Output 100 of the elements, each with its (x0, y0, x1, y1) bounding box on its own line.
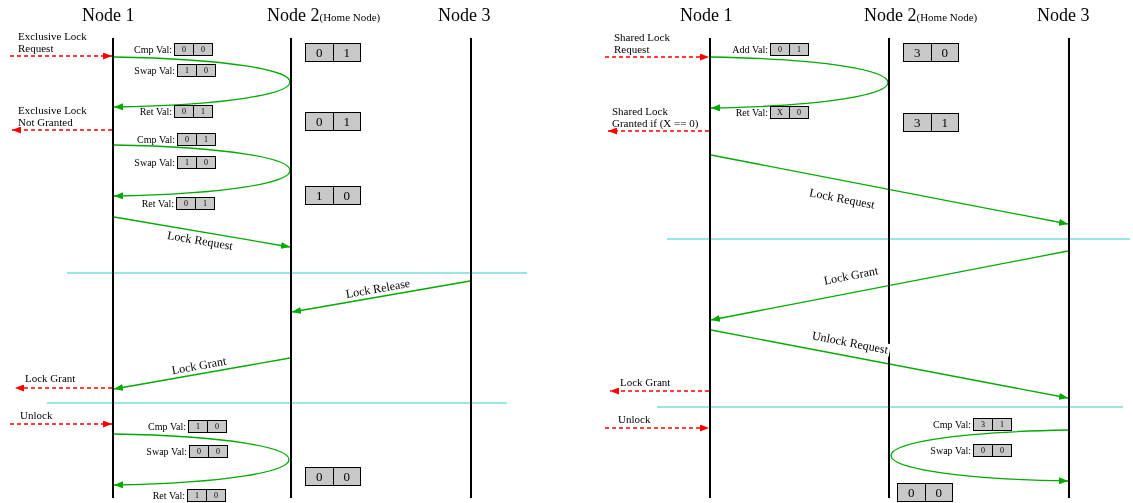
field-label: Cmp Val: (137, 132, 175, 147)
register-value: 1 (332, 44, 360, 61)
register-value: 0 (907, 484, 916, 501)
edge-label: Shared Lock Granted if (X == 0) (612, 105, 700, 129)
register-box (187, 489, 226, 502)
edge-label: Shared Lock Request (614, 31, 671, 55)
edge-label: Exclusive Lock Request (18, 30, 88, 54)
register-value: 1 (184, 65, 190, 76)
arrow (710, 154, 1069, 226)
field-label: Swap Val: (930, 443, 971, 458)
arrow (607, 127, 710, 135)
edge-label: Exclusive Lock Not Granted (18, 104, 88, 128)
register-box (189, 445, 228, 458)
field-label: Ret Val: (141, 196, 174, 211)
arrow (11, 126, 113, 134)
arrow (604, 53, 710, 61)
lifeline (112, 38, 114, 498)
register-value: 1 (332, 113, 360, 130)
register-box (770, 106, 809, 119)
register-value: 0 (980, 445, 986, 456)
register-value: 3 (913, 44, 922, 61)
register-box (176, 197, 215, 210)
register-value: 0 (315, 113, 324, 130)
register-box (305, 43, 361, 62)
register-value: 0 (181, 106, 187, 117)
arrow (609, 387, 710, 395)
register-value: 0 (315, 468, 324, 485)
lifeline-title: Node 3 (438, 5, 491, 25)
register-value: 1 (194, 490, 200, 501)
register-value: 0 (196, 446, 202, 457)
register-box (174, 105, 213, 118)
field-label: Cmp Val: (134, 42, 172, 57)
edge-label: Lock Grant (620, 376, 672, 388)
register-value: 0 (193, 44, 212, 55)
arrow (9, 52, 113, 60)
field-label: Swap Val: (134, 155, 175, 170)
register-value: 1 (992, 419, 1011, 430)
register-value: 3 (913, 114, 922, 131)
register-box (903, 43, 959, 62)
field-label: Cmp Val: (148, 419, 186, 434)
lifeline-title: Node 2 (864, 5, 917, 25)
register-value: 0 (208, 446, 227, 457)
register-value: 0 (332, 468, 360, 485)
edge-label: Lock Grant (25, 372, 77, 384)
register-box (305, 112, 361, 131)
register-value: 0 (196, 157, 215, 168)
lifeline (290, 38, 292, 498)
field-label: Swap Val: (134, 63, 175, 78)
register-value: 0 (196, 65, 215, 76)
register-box (897, 483, 953, 502)
register-box (305, 467, 361, 486)
register-value: 1 (195, 421, 201, 432)
arrow (113, 56, 291, 111)
arrow (14, 384, 113, 392)
register-value: 0 (930, 44, 958, 61)
lifeline-title: Node 2 (267, 5, 320, 25)
register-value: 0 (789, 107, 808, 118)
lifeline-title: Node 1 (680, 5, 733, 25)
lifeline-title: Node 3 (1037, 5, 1090, 25)
arrow (9, 420, 113, 428)
arrow (710, 250, 1069, 322)
arrow (291, 280, 471, 314)
register-value: 0 (315, 44, 324, 61)
arrow (604, 424, 710, 432)
register-value: 0 (777, 44, 783, 55)
register-value: 1 (315, 187, 324, 204)
register-value: 1 (184, 157, 190, 168)
register-box (188, 420, 227, 433)
edge-label: Lock Grant (820, 264, 882, 288)
register-value: X (776, 107, 784, 118)
register-box (903, 113, 959, 132)
arrow (113, 144, 291, 200)
field-label: Ret Val: (735, 105, 768, 120)
register-box (973, 418, 1012, 431)
register-box (770, 43, 809, 56)
field-label: Add Val: (732, 42, 768, 57)
register-value: 1 (930, 114, 958, 131)
register-box (177, 133, 216, 146)
register-value: 1 (195, 198, 214, 209)
edge-label: Unlock (618, 413, 652, 425)
lifeline (888, 38, 890, 498)
register-value: 1 (789, 44, 808, 55)
lifeline-subtitle: (Home Node) (916, 11, 978, 23)
register-box (973, 444, 1012, 457)
register-box (174, 43, 213, 56)
register-value: 0 (183, 198, 189, 209)
field-label: Ret Val: (152, 488, 185, 503)
field-label: Swap Val: (146, 444, 187, 459)
register-value: 0 (184, 134, 190, 145)
register-value: 0 (992, 445, 1011, 456)
edge-label: Unlock (20, 409, 54, 421)
register-value: 0 (181, 44, 187, 55)
lifeline-subtitle: (Home Node) (319, 11, 381, 23)
register-value: 0 (207, 421, 226, 432)
register-value: 0 (332, 187, 360, 204)
register-box (177, 64, 216, 77)
register-value: 1 (196, 134, 215, 145)
lifeline (709, 38, 711, 498)
field-label: Cmp Val: (933, 417, 971, 432)
arrow (113, 216, 291, 249)
